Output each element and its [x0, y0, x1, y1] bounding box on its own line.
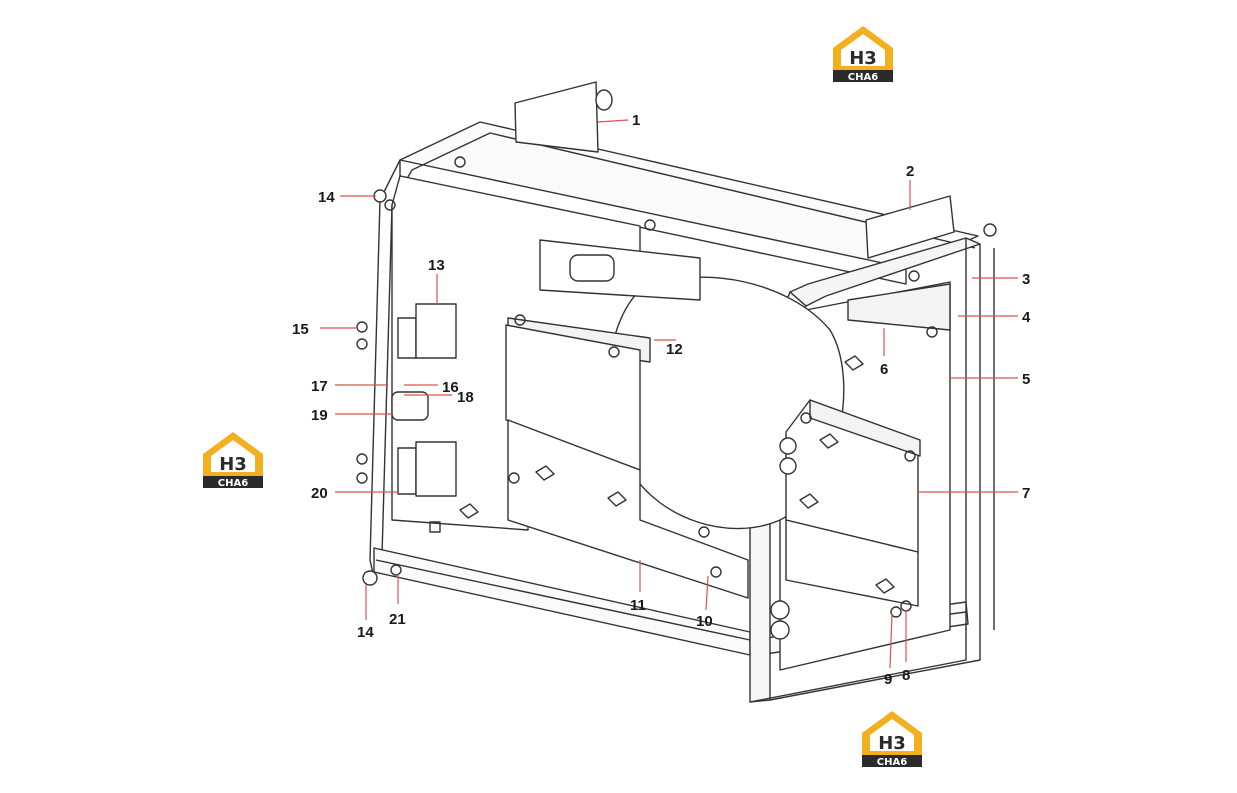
callout-labels: 1 2 3 4 5 6 7 8 9 10 11 12 13 14 14 15 1… [292, 112, 1031, 688]
callout-2: 2 [906, 163, 914, 180]
callout-14-bottom: 14 [357, 624, 374, 641]
callout-10: 10 [696, 613, 713, 630]
callout-15: 15 [292, 321, 309, 338]
watermark-logo-left: H3 CHA6 [203, 432, 263, 489]
callout-17: 17 [311, 378, 328, 395]
callout-5: 5 [1022, 371, 1030, 388]
callout-7: 7 [1022, 485, 1030, 502]
callout-1: 1 [632, 112, 640, 129]
callout-12: 12 [666, 341, 683, 358]
callout-3: 3 [1022, 271, 1030, 288]
callout-4: 4 [1022, 309, 1031, 326]
svg-text:CHA6: CHA6 [218, 478, 248, 489]
watermark-logo-top: H3 CHA6 [833, 26, 893, 83]
svg-text:H3: H3 [219, 454, 247, 475]
svg-text:H3: H3 [849, 48, 877, 69]
callout-9: 9 [884, 671, 892, 688]
svg-text:CHA6: CHA6 [877, 757, 907, 768]
callout-14-top: 14 [318, 189, 335, 206]
callout-8: 8 [902, 667, 910, 684]
callout-11: 11 [630, 597, 646, 614]
callout-20: 20 [311, 485, 328, 502]
watermark-logo-bottom: H3 CHA6 [862, 711, 922, 768]
callout-16: 16 [442, 379, 459, 396]
svg-text:H3: H3 [878, 733, 906, 754]
svg-text:CHA6: CHA6 [848, 72, 878, 83]
callout-19: 19 [311, 407, 328, 424]
callout-21: 21 [389, 611, 406, 628]
callout-13: 13 [428, 257, 445, 274]
callout-6: 6 [880, 361, 888, 378]
leader-lines [320, 119, 1018, 669]
callout-18: 18 [457, 389, 474, 406]
